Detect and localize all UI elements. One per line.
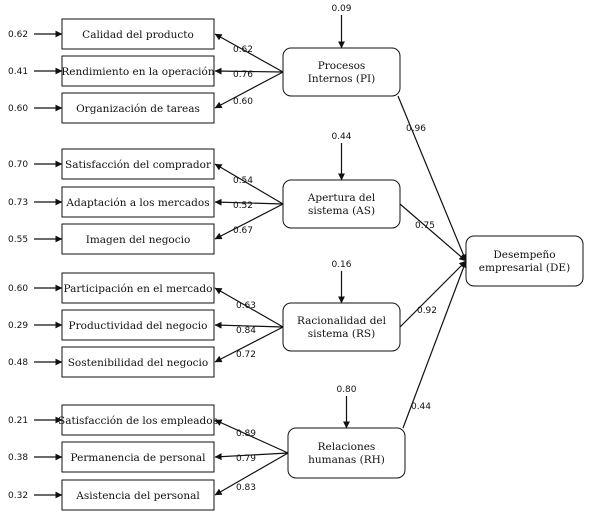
indicator-label: Calidad del producto: [82, 29, 194, 41]
error-variance-label: 0.29: [8, 321, 28, 331]
indicator-box: [61, 18, 215, 50]
indicator-label: Organización de tareas: [76, 103, 200, 115]
indicator-label: Satisfacción del comprador: [65, 159, 212, 171]
latent-node: [287, 427, 406, 479]
path-coefficient-label: 0.44: [411, 402, 431, 412]
loading-arrow: [214, 163, 284, 205]
loading-arrow: [214, 67, 284, 75]
loading-label: 0.79: [236, 454, 256, 464]
latent-label: Racionalidad del: [297, 315, 387, 327]
loading-label: 0.52: [233, 201, 253, 211]
indicator-box: [61, 404, 215, 436]
indicator-label: Satisfacción de los empleados: [58, 415, 218, 427]
structural-path-arrow: [399, 260, 467, 328]
structural-path-arrow: [399, 203, 467, 262]
loading-label: 0.89: [236, 429, 256, 439]
indicator-box: [61, 309, 215, 341]
disturbance-label: 0.16: [331, 260, 351, 270]
path-coefficient-label: 0.96: [406, 124, 426, 134]
path-coefficient-label: 0.75: [415, 221, 435, 231]
loading-arrow: [214, 321, 284, 329]
outcome-label: Desempeño: [493, 249, 555, 261]
indicator-box: [61, 148, 215, 180]
loading-label: 0.67: [233, 226, 253, 236]
disturbance-label: 0.80: [336, 385, 356, 395]
error-variance-label: 0.41: [8, 67, 28, 77]
loading-arrow: [214, 287, 284, 328]
disturbance-label: 0.09: [331, 4, 351, 14]
loading-label: 0.60: [233, 97, 253, 107]
indicator-box: [61, 479, 215, 511]
loading-arrow: [214, 71, 284, 109]
latent-label: Apertura del: [307, 192, 376, 204]
indicator-box: [61, 272, 215, 304]
disturbance-label: 0.44: [331, 132, 351, 142]
outcome-label: empresarial (DE): [479, 262, 570, 274]
indicator-label: Asistencia del personal: [75, 490, 200, 502]
loading-label: 0.72: [236, 350, 256, 360]
indicator-box: [61, 186, 215, 218]
loading-label: 0.83: [236, 483, 256, 493]
loading-label: 0.84: [236, 326, 256, 336]
error-variance-label: 0.73: [8, 198, 28, 208]
loading-arrow: [214, 198, 284, 206]
indicator-label: Rendimiento en la operación: [61, 66, 214, 78]
loading-arrow: [214, 452, 289, 496]
indicator-label: Participación en el mercado: [64, 283, 213, 295]
indicator-box: [61, 55, 215, 87]
loading-arrow: [214, 419, 289, 454]
structural-path-arrow: [397, 95, 467, 262]
loading-label: 0.54: [233, 176, 253, 186]
loading-label: 0.62: [233, 45, 253, 55]
loading-arrow: [214, 326, 284, 363]
latent-label: Procesos: [318, 60, 366, 72]
latent-label: sistema (AS): [308, 205, 375, 217]
error-variance-label: 0.62: [8, 30, 28, 40]
loading-label: 0.76: [233, 70, 253, 80]
error-variance-label: 0.38: [8, 453, 28, 463]
indicator-box: [61, 346, 215, 378]
indicator-label: Adaptación a los mercados: [65, 197, 209, 209]
path-coefficient-label: 0.92: [417, 306, 437, 316]
indicator-label: Productividad del negocio: [69, 320, 208, 332]
latent-node: [282, 179, 401, 229]
latent-label: sistema (RS): [308, 328, 375, 340]
error-variance-label: 0.21: [8, 416, 28, 426]
indicator-label: Imagen del negocio: [86, 234, 191, 246]
structural-path-arrow: [402, 260, 467, 429]
indicator-box: [61, 441, 215, 473]
latent-label: humanas (RH): [308, 454, 385, 466]
indicator-box: [61, 223, 215, 255]
latent-label: Internos (PI): [308, 73, 376, 85]
error-variance-label: 0.55: [8, 235, 28, 245]
outcome-node: [465, 235, 584, 287]
indicator-label: Permanencia de personal: [71, 452, 207, 464]
error-variance-label: 0.60: [8, 284, 28, 294]
latent-label: Relaciones: [318, 441, 376, 453]
loading-arrow: [214, 452, 289, 461]
loading-arrow: [214, 203, 284, 240]
latent-node: [282, 302, 401, 352]
error-variance-label: 0.70: [8, 160, 28, 170]
loading-label: 0.63: [236, 301, 256, 311]
indicator-box: [61, 92, 215, 124]
loading-arrow: [214, 33, 284, 73]
error-variance-label: 0.60: [8, 104, 28, 114]
indicator-label: Sostenibilidad del negocio: [68, 357, 209, 369]
error-variance-label: 0.32: [8, 491, 28, 501]
latent-node: [282, 47, 401, 97]
error-variance-label: 0.48: [8, 358, 28, 368]
